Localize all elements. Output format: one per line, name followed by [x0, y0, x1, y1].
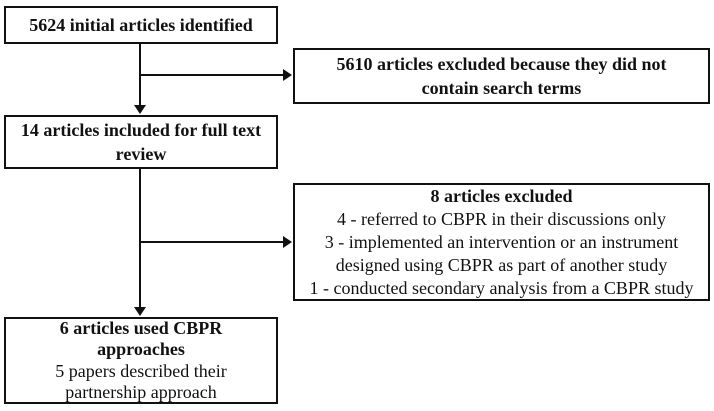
box-text-line: contain search terms — [421, 78, 582, 98]
box-text-line: 5624 initial articles identified — [29, 14, 253, 35]
box-excluded-search-terms: 5610 articles excluded because they did … — [293, 48, 710, 104]
arrowhead-down-icon — [134, 105, 146, 114]
box-text-line: 3 - implemented an intervention or an in… — [324, 231, 679, 252]
box-text-line: 5 papers described their — [55, 360, 227, 381]
arrowhead-right-icon — [283, 236, 292, 248]
connector-branch-to-excluded-fulltext — [140, 241, 284, 243]
box-text-line: 14 articles included for full text — [20, 120, 262, 140]
arrowhead-down-icon — [134, 307, 146, 316]
box-text-line: approaches — [97, 339, 185, 359]
arrowhead-right-icon — [283, 69, 292, 81]
box-text-line: 8 articles excluded — [430, 185, 573, 206]
box-text-line: 1 - conducted secondary analysis from a … — [309, 277, 694, 298]
box-text-line: review — [115, 144, 167, 164]
box-full-text-review: 14 articles included for full text revie… — [4, 115, 278, 169]
box-initial-articles-identified: 5624 initial articles identified — [4, 6, 278, 44]
box-text-line: partnership approach — [65, 382, 217, 402]
box-text-line: 4 - referred to CBPR in their discussion… — [337, 208, 666, 229]
box-excluded-full-text: 8 articles excluded 4 - referred to CBPR… — [293, 183, 710, 301]
box-text-line: 6 articles used CBPR — [59, 317, 223, 338]
box-text-line: 5610 articles excluded because they did … — [336, 54, 667, 74]
connector-branch-to-excluded-search — [140, 74, 284, 76]
connector-fulltext-to-cbpr — [139, 169, 141, 308]
box-text-line: designed using CBPR as part of another s… — [335, 254, 668, 275]
box-cbpr-approaches: 6 articles used CBPR approaches 5 papers… — [4, 317, 278, 404]
